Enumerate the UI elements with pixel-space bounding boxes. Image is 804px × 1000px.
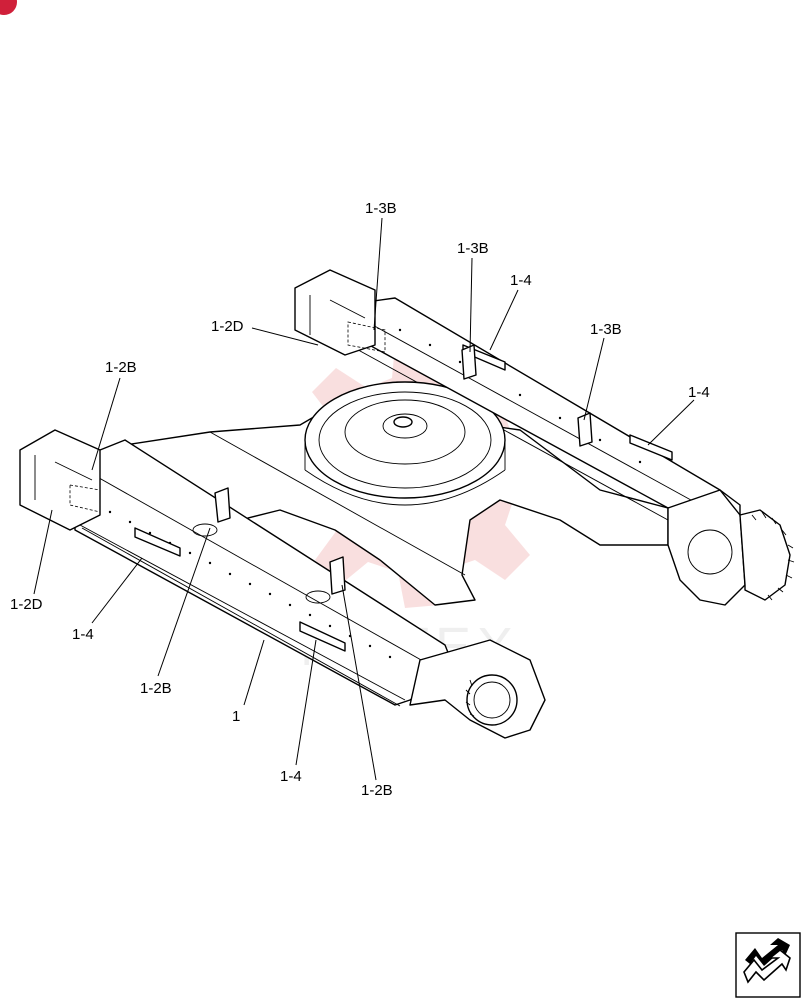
leader-lines (33, 217, 695, 781)
callout-1-4-left: 1-4 (72, 626, 94, 643)
callout-1-4-top: 1-4 (510, 272, 532, 289)
rivet-rows (108, 328, 642, 659)
slewing-ring (304, 381, 506, 506)
callout-1-2b-bottom: 1-2B (361, 782, 393, 799)
corner-badge (0, 0, 17, 15)
next-page-arrow-icon[interactable] (735, 932, 801, 998)
callout-1-4-bottom: 1-4 (280, 768, 302, 785)
side-frame-left (19, 429, 546, 739)
callout-1-2b-left: 1-2B (105, 359, 137, 376)
callout-1-2d-top: 1-2D (211, 318, 244, 335)
callout-1-3b-top: 1-3B (365, 200, 397, 217)
callout-1-2b-mid: 1-2B (140, 680, 172, 697)
callout-labels: 1-3B 1-3B 1-4 1-2D 1-3B 1-2B 1-4 1-2D 1-… (10, 200, 710, 799)
callout-1: 1 (232, 708, 240, 725)
callout-1-2d-left: 1-2D (10, 596, 43, 613)
side-frame-right (294, 269, 795, 606)
track-frame (19, 269, 795, 739)
callout-1-4-right: 1-4 (688, 384, 710, 401)
mounting-plates (192, 344, 593, 604)
callout-1-3b-mid: 1-3B (457, 240, 489, 257)
callout-1-3b-right: 1-3B (590, 321, 622, 338)
